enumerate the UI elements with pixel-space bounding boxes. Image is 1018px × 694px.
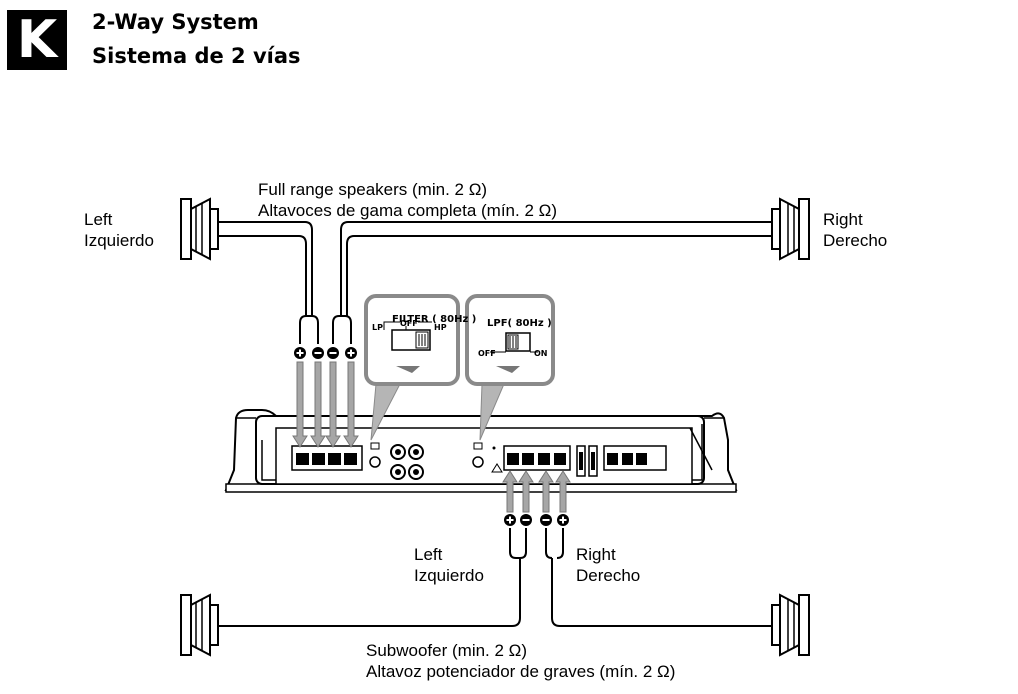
bottom-polarity-markers bbox=[503, 513, 570, 527]
subwoofer-label-en: Subwoofer (min. 2 Ω) bbox=[366, 641, 528, 660]
top-polarity-markers bbox=[293, 346, 358, 360]
right-subwoofer-speaker bbox=[771, 594, 810, 656]
title-spanish: Sistema de 2 vías bbox=[92, 44, 301, 68]
left-subwoofer-speaker bbox=[180, 594, 219, 656]
subwoofer-wires bbox=[219, 528, 773, 627]
bottom-connection-arrows bbox=[502, 470, 571, 513]
subwoofer-label-es: Altavoz potenciador de graves (mín. 2 Ω) bbox=[366, 662, 676, 681]
lpf-off-label: OFF bbox=[478, 349, 496, 358]
filter-hp-label: HP bbox=[434, 323, 447, 332]
left-label-es: Izquierdo bbox=[84, 231, 154, 250]
section-badge: K bbox=[7, 10, 67, 70]
left-fullrange-speaker bbox=[180, 198, 219, 260]
filter-title: FILTER ( 80Hz ) bbox=[392, 314, 476, 325]
filter-lp-label: LP bbox=[372, 323, 383, 332]
sub-right-label-es: Derecho bbox=[576, 566, 641, 585]
lpf-callout bbox=[465, 294, 555, 441]
right-fullrange-speaker bbox=[771, 198, 810, 260]
sub-right-label-en: Right bbox=[576, 545, 616, 564]
right-label-es: Derecho bbox=[823, 231, 888, 250]
right-label-en: Right bbox=[823, 210, 863, 229]
fullrange-wires bbox=[219, 221, 773, 344]
fullrange-label-en: Full range speakers (min. 2 Ω) bbox=[258, 180, 488, 199]
lpf-title: LPF( 80Hz ) bbox=[487, 318, 552, 329]
sub-left-label-en: Left bbox=[414, 545, 443, 564]
left-label-en: Left bbox=[84, 210, 113, 229]
fullrange-label-es: Altavoces de gama completa (mín. 2 Ω) bbox=[258, 201, 558, 220]
top-connection-arrows bbox=[292, 361, 359, 448]
lpf-on-label: ON bbox=[534, 349, 548, 358]
sub-left-label-es: Izquierdo bbox=[414, 566, 484, 585]
filter-off-label: OFF bbox=[400, 319, 418, 328]
title-english: 2-Way System bbox=[92, 10, 259, 34]
filter-callout bbox=[364, 294, 460, 441]
